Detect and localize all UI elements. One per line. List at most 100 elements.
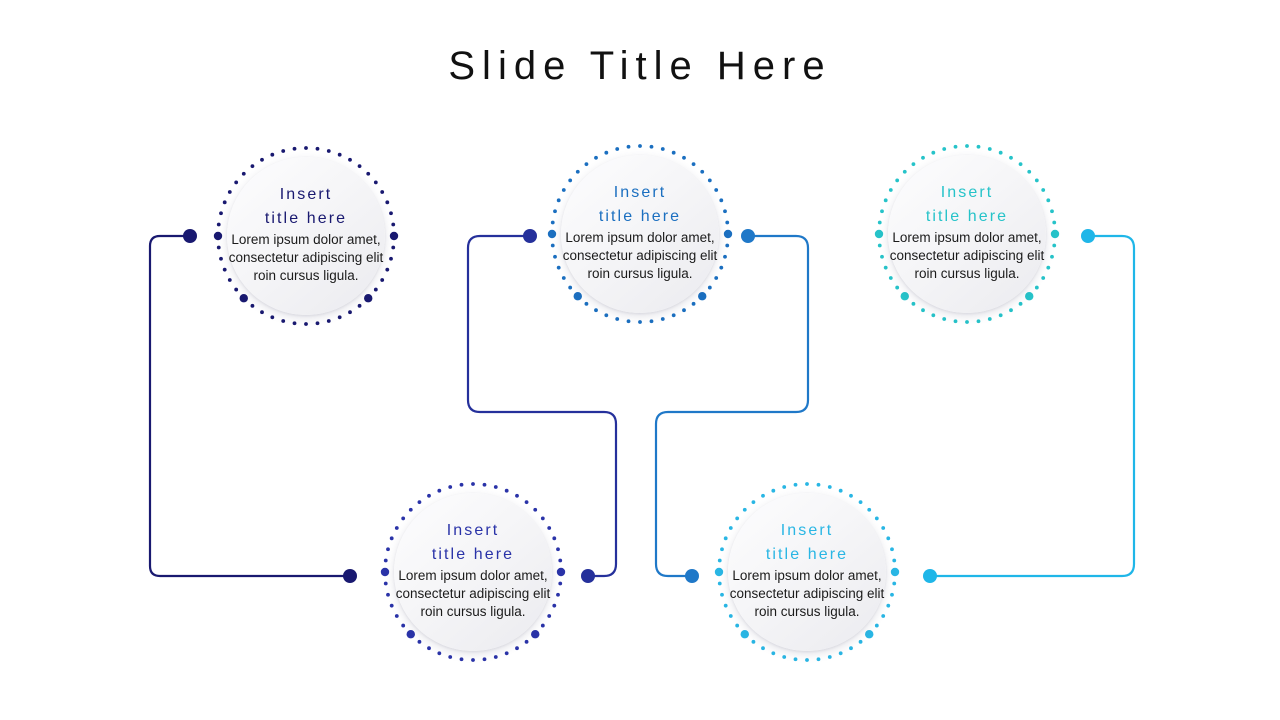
- ring-dot: [723, 536, 728, 541]
- ring-dot: [270, 315, 275, 320]
- ring-dot: [394, 526, 399, 530]
- ring-dot: [728, 526, 733, 530]
- ring-dot: [682, 155, 686, 160]
- ring-dot: [357, 303, 362, 308]
- node-bottom-middle-body: Lorem ipsum dolor amet, consectetur adip…: [729, 568, 885, 620]
- ring-dot: [561, 276, 566, 280]
- ring-dot: [782, 655, 787, 659]
- ring-dot: [707, 285, 712, 290]
- ring-dot: [638, 320, 642, 324]
- ring-dot: [660, 147, 665, 151]
- ring-dot: [584, 162, 589, 167]
- ring-dot: [561, 188, 566, 192]
- ring-dot: [604, 313, 609, 318]
- node-bottom-left-body: Lorem ipsum dolor amet, consectetur adip…: [395, 568, 551, 620]
- ring-dot: [337, 152, 342, 157]
- ring-dot: [568, 285, 573, 290]
- ring-dot: [389, 536, 394, 541]
- ring-dot: [575, 169, 580, 174]
- ring-dot: [417, 639, 422, 644]
- ring-dot: [1034, 178, 1039, 183]
- ring-dot: [700, 169, 705, 174]
- ring-dot: [584, 301, 589, 306]
- ring-dot: [965, 144, 969, 148]
- ring-dot: [556, 265, 561, 270]
- ring-dot: [1050, 254, 1054, 259]
- ring-dot: [315, 146, 320, 151]
- ring-dot: [771, 488, 776, 493]
- ring-dot: [865, 630, 874, 639]
- node-bottom-middle-disc: [728, 493, 886, 651]
- ring-dot: [1050, 229, 1060, 239]
- ring-dot: [482, 657, 487, 662]
- page-title: Slide Title Here: [448, 44, 832, 88]
- ring-dot: [805, 658, 809, 662]
- connector-center-left-endpoint-dot: [581, 569, 595, 583]
- ring-dot: [615, 147, 620, 151]
- ring-dot: [874, 623, 879, 628]
- ring-dot: [649, 319, 654, 324]
- ring-dot: [219, 211, 223, 216]
- ring-dot: [877, 243, 882, 248]
- ring-dot: [902, 169, 907, 174]
- ring-dot: [921, 155, 925, 160]
- connector-center-left-endpoint-dot: [523, 229, 537, 243]
- node-top-middle-title: Insert title here: [598, 184, 682, 225]
- ring-dot: [626, 144, 631, 149]
- ring-dot: [1027, 169, 1032, 174]
- ring-dot: [401, 516, 406, 521]
- ring-dot: [895, 285, 900, 290]
- ring-dot: [504, 651, 509, 656]
- ring-dot: [594, 155, 598, 160]
- ring-dot: [401, 623, 406, 628]
- ring-dot: [660, 317, 665, 321]
- ring-dot: [886, 603, 891, 608]
- ring-dot: [838, 488, 843, 493]
- ring-dot: [281, 319, 286, 323]
- ring-dot: [720, 547, 724, 552]
- ring-dot: [558, 581, 563, 586]
- ring-dot: [890, 592, 894, 597]
- node-top-left-title: Insert title here: [264, 186, 348, 227]
- ring-dot: [493, 655, 498, 659]
- node-top-middle-dotted-ring-icon: [547, 144, 733, 324]
- ring-dot: [437, 488, 442, 493]
- ring-dot: [987, 317, 992, 321]
- ring-dot: [858, 639, 863, 644]
- ring-dot: [805, 482, 809, 486]
- ring-dot: [838, 651, 843, 656]
- ring-dot: [921, 308, 925, 313]
- ring-dot: [782, 485, 787, 489]
- ring-dot: [827, 655, 832, 659]
- node-top-left-body: Lorem ipsum dolor amet, consectetur adip…: [228, 232, 384, 284]
- ring-dot: [725, 220, 730, 225]
- ring-dot: [953, 144, 958, 149]
- ring-dot: [890, 547, 894, 552]
- ring-dot: [735, 623, 740, 628]
- ring-dot: [222, 267, 227, 272]
- ring-dot: [234, 287, 239, 292]
- ring-dot: [373, 180, 378, 185]
- ring-dot: [260, 310, 264, 315]
- ring-dot: [556, 198, 561, 203]
- ring-dot: [900, 292, 909, 301]
- node-top-right-disc: [888, 155, 1046, 313]
- ring-dot: [389, 603, 394, 608]
- node-bottom-middle-title: Insert title here: [765, 522, 849, 563]
- ring-dot: [241, 171, 246, 176]
- ring-dot: [556, 567, 566, 577]
- ring-dot: [698, 292, 707, 301]
- ring-dot: [216, 245, 221, 250]
- ring-dot: [448, 485, 453, 489]
- ring-dot: [691, 301, 696, 306]
- ring-dot: [234, 180, 239, 185]
- ring-dot: [849, 493, 853, 498]
